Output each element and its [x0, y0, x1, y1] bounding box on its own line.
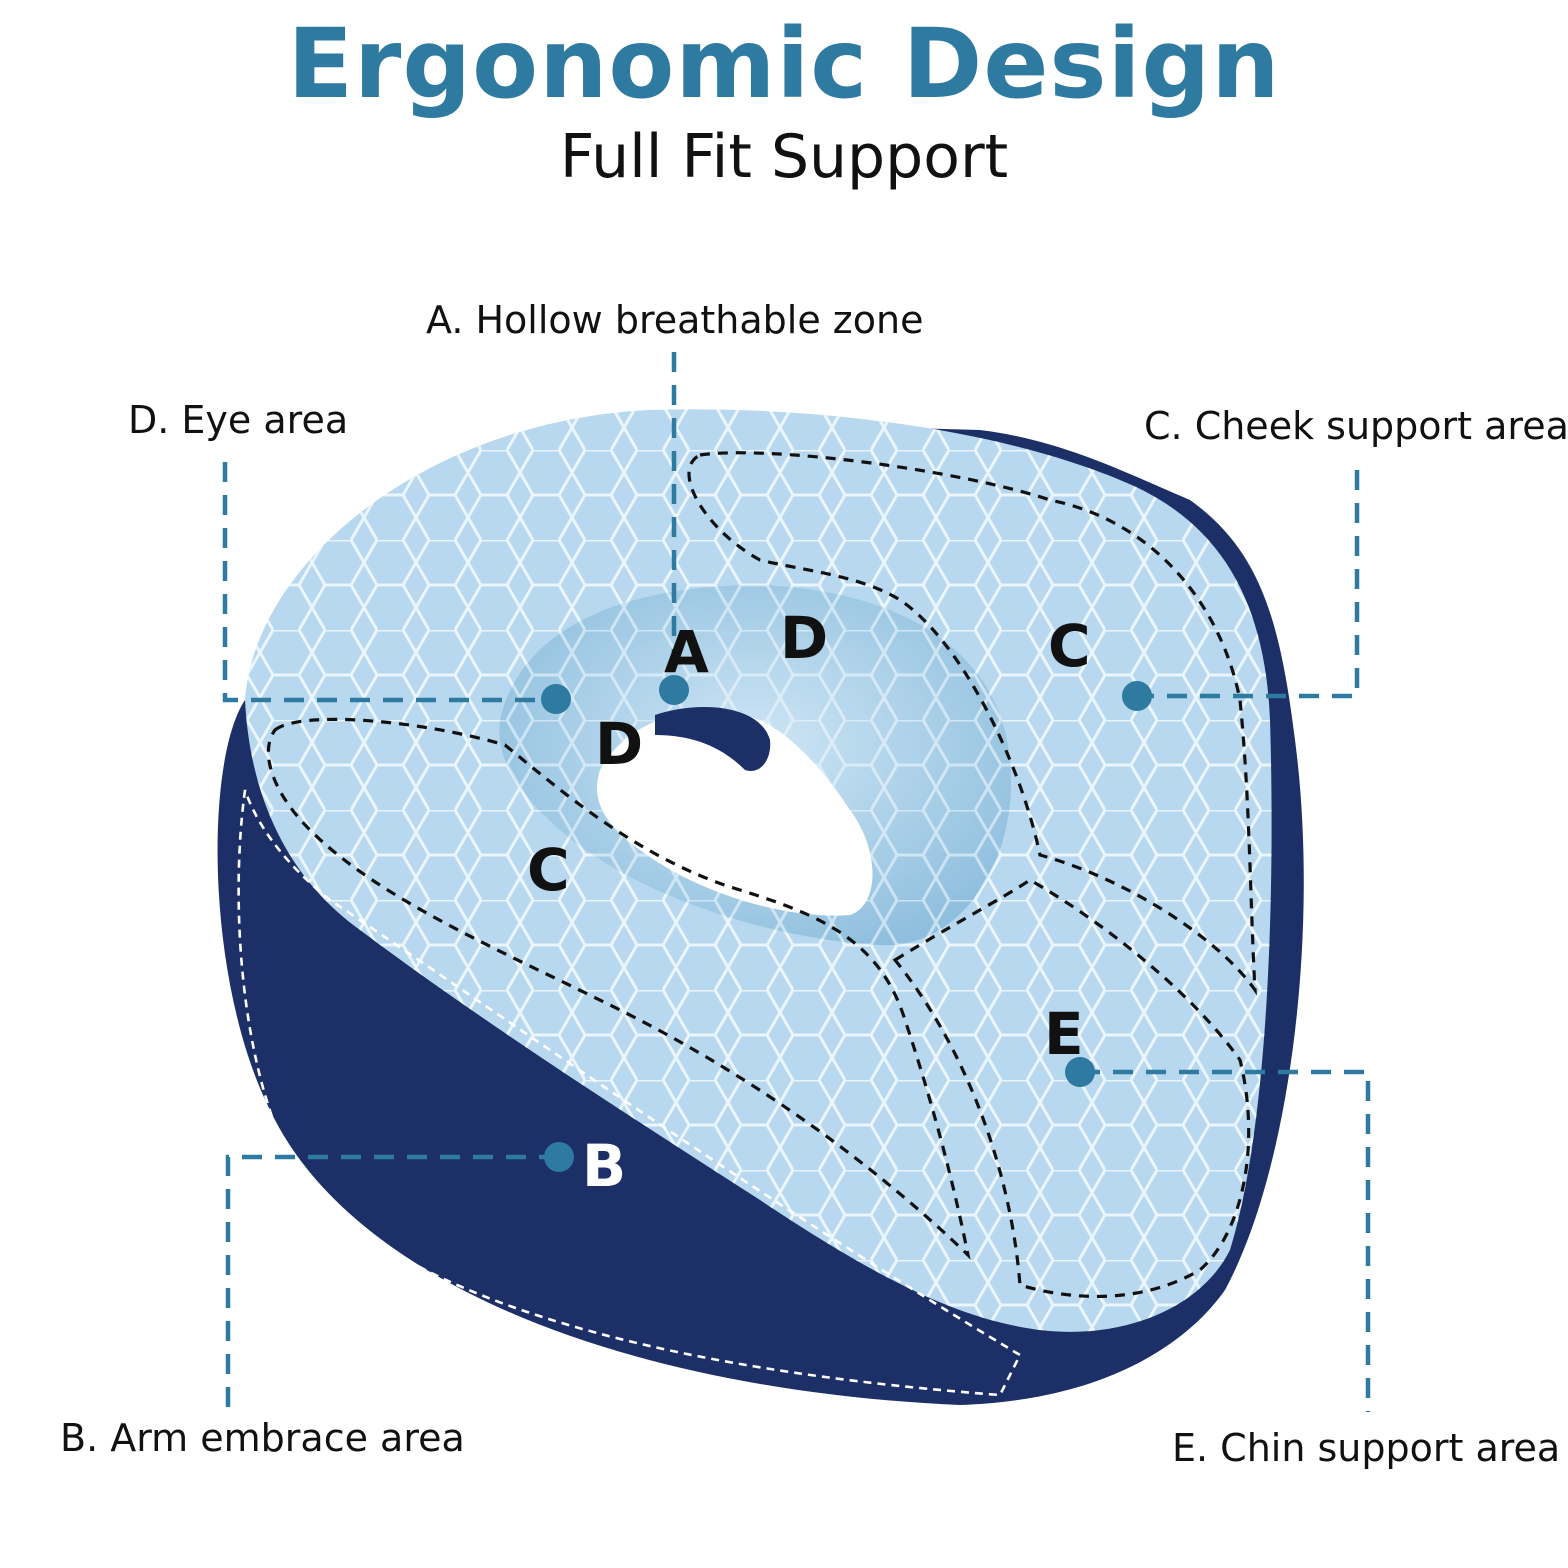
marker-dot-e: [1065, 1057, 1095, 1087]
callout-chin-support-area: E. Chin support area: [1172, 1426, 1561, 1470]
zone-outline-chin: [892, 878, 1251, 1299]
zone-outline-arm: [237, 789, 1022, 1397]
leader-line-b: [225, 1154, 559, 1408]
hole-back-wall: [655, 707, 771, 771]
zone-outline-left-cheek: [266, 717, 971, 1260]
leader-line-e: [1080, 1069, 1371, 1412]
page-title: Ergonomic Design: [287, 8, 1281, 120]
callout-hollow-breathable-zone: A. Hollow breathable zone: [426, 298, 924, 342]
callout-arm-embrace-area: B. Arm embrace area: [60, 1416, 465, 1460]
zone-letter-b: B: [582, 1132, 626, 1200]
marker-dot-b: [544, 1142, 574, 1172]
callout-eye-area: D. Eye area: [128, 398, 349, 442]
zone-letter-c-left: C: [527, 836, 570, 904]
zone-outline-right-cheek: [687, 451, 1257, 996]
page-subtitle: Full Fit Support: [559, 122, 1009, 192]
zone-letter-a: A: [664, 618, 709, 686]
callout-cheek-support-area: C. Cheek support area: [1144, 404, 1568, 448]
marker-dot-a: [659, 675, 689, 705]
marker-dot-d: [541, 684, 571, 714]
zone-letter-c-right: C: [1048, 612, 1091, 680]
zone-letter-d-upper: D: [780, 604, 828, 672]
zone-letter-d-lower: D: [595, 710, 643, 778]
leader-line-d: [222, 462, 556, 703]
leader-line-c: [1137, 470, 1360, 699]
marker-dot-c: [1122, 681, 1152, 711]
hole-opening: [596, 711, 873, 916]
zone-letter-e: E: [1044, 1000, 1084, 1068]
